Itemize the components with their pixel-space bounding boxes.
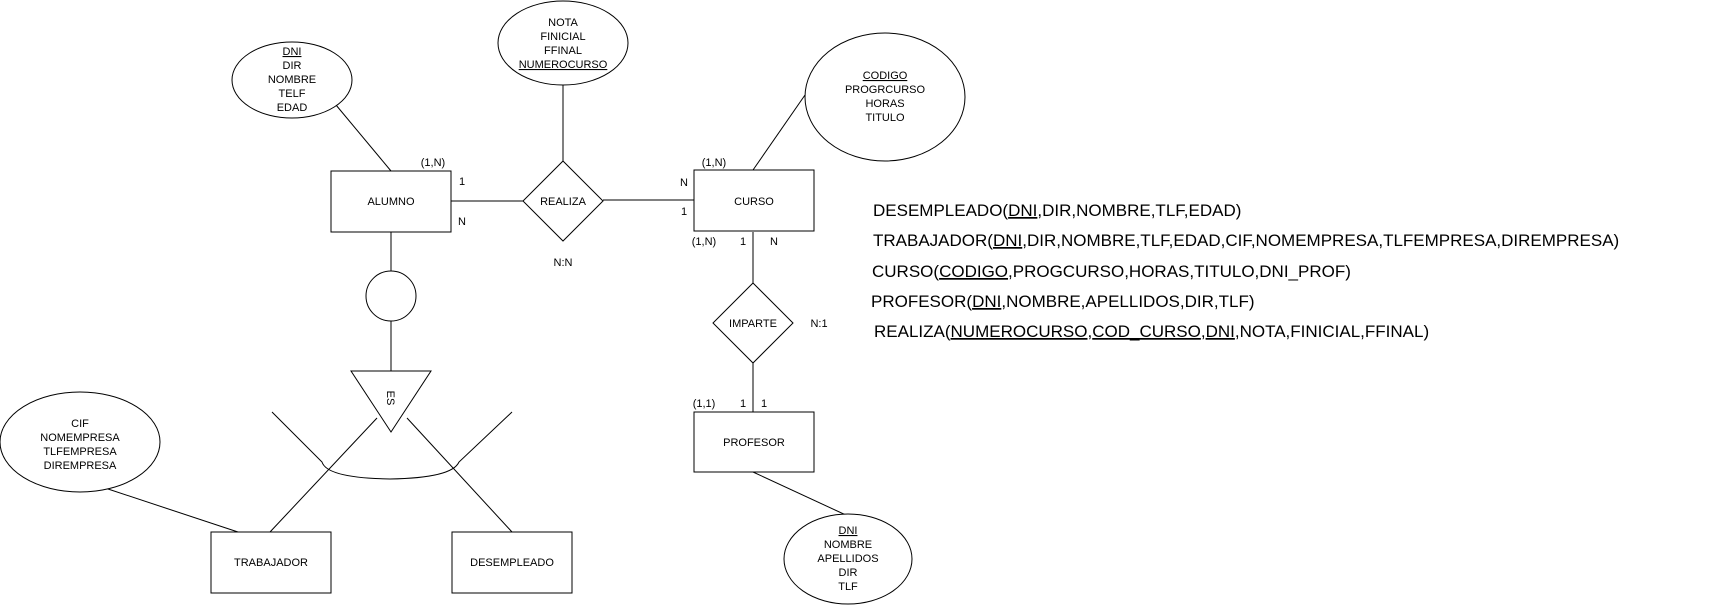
schema-line-trabajador: TRABAJADOR(DNI,DIR,NOMBRE,TLF,EDAD,CIF,N… — [873, 231, 1619, 250]
schema-part: DNI — [972, 292, 1001, 311]
attribute-curso-horas: HORAS — [865, 98, 904, 110]
attribute-profesor: DNI NOMBRE APELLIDOS DIR TLF — [783, 513, 913, 605]
card-curso-1: 1 — [681, 206, 687, 218]
attribute-alumno-dni: DNI — [283, 46, 302, 58]
attribute-profesor-nombre: NOMBRE — [824, 539, 872, 551]
line-profesor-attr — [752, 471, 849, 517]
relationship-imparte-label: IMPARTE — [729, 318, 777, 330]
attribute-list-trabajador: CIF NOMEMPRESA TLFEMPRESA DIREMPRESA — [40, 418, 120, 472]
line-alumno-attr — [335, 104, 392, 172]
attribute-alumno-edad: EDAD — [277, 102, 308, 114]
card-alumno-1: 1 — [459, 176, 465, 188]
card-curso-n: N — [680, 177, 688, 189]
entity-curso[interactable]: CURSO — [693, 169, 815, 232]
line-isa-desempleado — [406, 417, 513, 533]
attribute-trabajador: CIF NOMEMPRESA TLFEMPRESA DIREMPRESA — [0, 391, 161, 493]
attribute-trabajador-dirempresa: DIREMPRESA — [44, 460, 117, 472]
attribute-trabajador-nomempresa: NOMEMPRESA — [40, 432, 120, 444]
attribute-list-realiza: NOTA FINICIAL FFINAL NUMEROCURSO — [519, 17, 608, 71]
entity-profesor-label: PROFESOR — [723, 437, 785, 449]
schema-part: ,DIR,NOMBRE,TLF,EDAD) — [1037, 201, 1241, 220]
entity-trabajador-label: TRABAJADOR — [234, 557, 308, 569]
card-profesor-1b: 1 — [761, 398, 767, 410]
schema-part: , — [1201, 322, 1206, 341]
schema-part: ,NOMBRE,APELLIDOS,DIR,TLF) — [1001, 292, 1254, 311]
attribute-trabajador-tlfempresa: TLFEMPRESA — [43, 446, 117, 458]
attribute-profesor-apellidos: APELLIDOS — [817, 553, 878, 565]
isa-triangle[interactable]: ES — [350, 370, 432, 433]
card-curso-minmax-top: (1,N) — [702, 157, 726, 169]
card-profesor-minmax: (1,1) — [693, 398, 716, 410]
attribute-curso-progrcurso: PROGRCURSO — [845, 84, 926, 96]
attribute-curso-codigo: CODIGO — [863, 70, 908, 82]
entity-alumno[interactable]: ALUMNO — [330, 170, 452, 233]
attribute-profesor-dni: DNI — [839, 525, 858, 537]
isa-circle — [365, 270, 417, 322]
entity-profesor[interactable]: PROFESOR — [693, 411, 815, 473]
attribute-realiza-nota: NOTA — [548, 17, 578, 29]
attribute-list-curso: CODIGO PROGRCURSO HORAS TITULO — [845, 70, 926, 124]
attribute-realiza: NOTA FINICIAL FFINAL NUMEROCURSO — [497, 0, 629, 86]
schema-part: COD_CURSO — [1092, 322, 1201, 341]
card-curso-imparte-1: 1 — [740, 236, 746, 248]
relationship-imparte[interactable]: IMPARTE — [712, 282, 794, 364]
attribute-realiza-finicial: FINICIAL — [540, 31, 585, 43]
schema-line-curso: CURSO(CODIGO,PROGCURSO,HORAS,TITULO,DNI_… — [872, 262, 1351, 281]
disjoint-arc — [271, 411, 513, 480]
relationship-realiza-label: REALIZA — [540, 196, 587, 208]
attribute-alumno-telf: TELF — [279, 88, 306, 100]
entity-trabajador[interactable]: TRABAJADOR — [210, 531, 332, 594]
entity-desempleado[interactable]: DESEMPLEADO — [451, 531, 573, 594]
isa-label: ES — [384, 391, 396, 406]
schema-line-profesor: PROFESOR(DNI,NOMBRE,APELLIDOS,DIR,TLF) — [871, 292, 1255, 311]
line-trabajador-attr — [104, 487, 239, 533]
entity-alumno-label: ALUMNO — [367, 196, 415, 208]
schema-part: , — [1087, 322, 1092, 341]
cardinalities: (1,N) 1 N N 1 (1,N) (1,N) 1 N N:N N:1 (1… — [421, 157, 828, 410]
card-imparte-ratio: N:1 — [810, 318, 827, 330]
attribute-list-profesor: DNI NOMBRE APELLIDOS DIR TLF — [817, 525, 878, 593]
schema-part: NUMEROCURSO — [951, 322, 1088, 341]
attribute-alumno-dir: DIR — [283, 60, 302, 72]
schema-part: DESEMPLEADO( — [873, 201, 1008, 220]
schema-part: ,NOTA,FINICIAL,FFINAL) — [1235, 322, 1429, 341]
card-profesor-1a: 1 — [740, 398, 746, 410]
attribute-list-alumno: DNI DIR NOMBRE TELF EDAD — [268, 46, 316, 114]
schema-part: CODIGO — [939, 262, 1008, 281]
schema-line-realiza: REALIZA(NUMEROCURSO,COD_CURSO,DNI,NOTA,F… — [874, 322, 1429, 341]
schema-part: PROFESOR( — [871, 292, 972, 311]
schema-part: DNI — [1008, 201, 1037, 220]
schema-part: CURSO( — [872, 262, 939, 281]
attribute-profesor-tlf: TLF — [838, 581, 858, 593]
line-isa-trabajador — [269, 417, 378, 533]
line-curso-attr — [752, 94, 806, 171]
schema-line-desempleado: DESEMPLEADO(DNI,DIR,NOMBRE,TLF,EDAD) — [873, 201, 1241, 220]
relational-schema: DESEMPLEADO(DNI,DIR,NOMBRE,TLF,EDAD) TRA… — [871, 201, 1619, 341]
schema-part: ,PROGCURSO,HORAS,TITULO,DNI_PROF) — [1008, 262, 1351, 281]
schema-part: DNI — [1206, 322, 1235, 341]
entity-curso-label: CURSO — [734, 196, 774, 208]
card-alumno-minmax: (1,N) — [421, 157, 445, 169]
schema-part: TRABAJADOR( — [873, 231, 993, 250]
schema-part: ,DIR,NOMBRE,TLF,EDAD,CIF,NOMEMPRESA,TLFE… — [1022, 231, 1619, 250]
attribute-profesor-dir: DIR — [839, 567, 858, 579]
attribute-realiza-numerocurso: NUMEROCURSO — [519, 59, 608, 71]
attribute-realiza-ffinal: FFINAL — [544, 45, 582, 57]
attribute-alumno: DNI DIR NOMBRE TELF EDAD — [231, 41, 353, 119]
connectors — [104, 84, 849, 533]
card-alumno-n: N — [458, 216, 466, 228]
attribute-curso: CODIGO PROGRCURSO HORAS TITULO — [804, 32, 966, 162]
relationship-realiza[interactable]: REALIZA — [522, 160, 604, 242]
attribute-curso-titulo: TITULO — [865, 112, 905, 124]
entity-desempleado-label: DESEMPLEADO — [470, 557, 554, 569]
attribute-trabajador-cif: CIF — [71, 418, 89, 430]
schema-part: REALIZA( — [874, 322, 951, 341]
attribute-alumno-nombre: NOMBRE — [268, 74, 316, 86]
card-realiza-ratio: N:N — [554, 257, 573, 269]
schema-part: DNI — [993, 231, 1022, 250]
card-curso-imparte-n: N — [770, 236, 778, 248]
card-curso-minmax-bottom: (1,N) — [692, 236, 716, 248]
